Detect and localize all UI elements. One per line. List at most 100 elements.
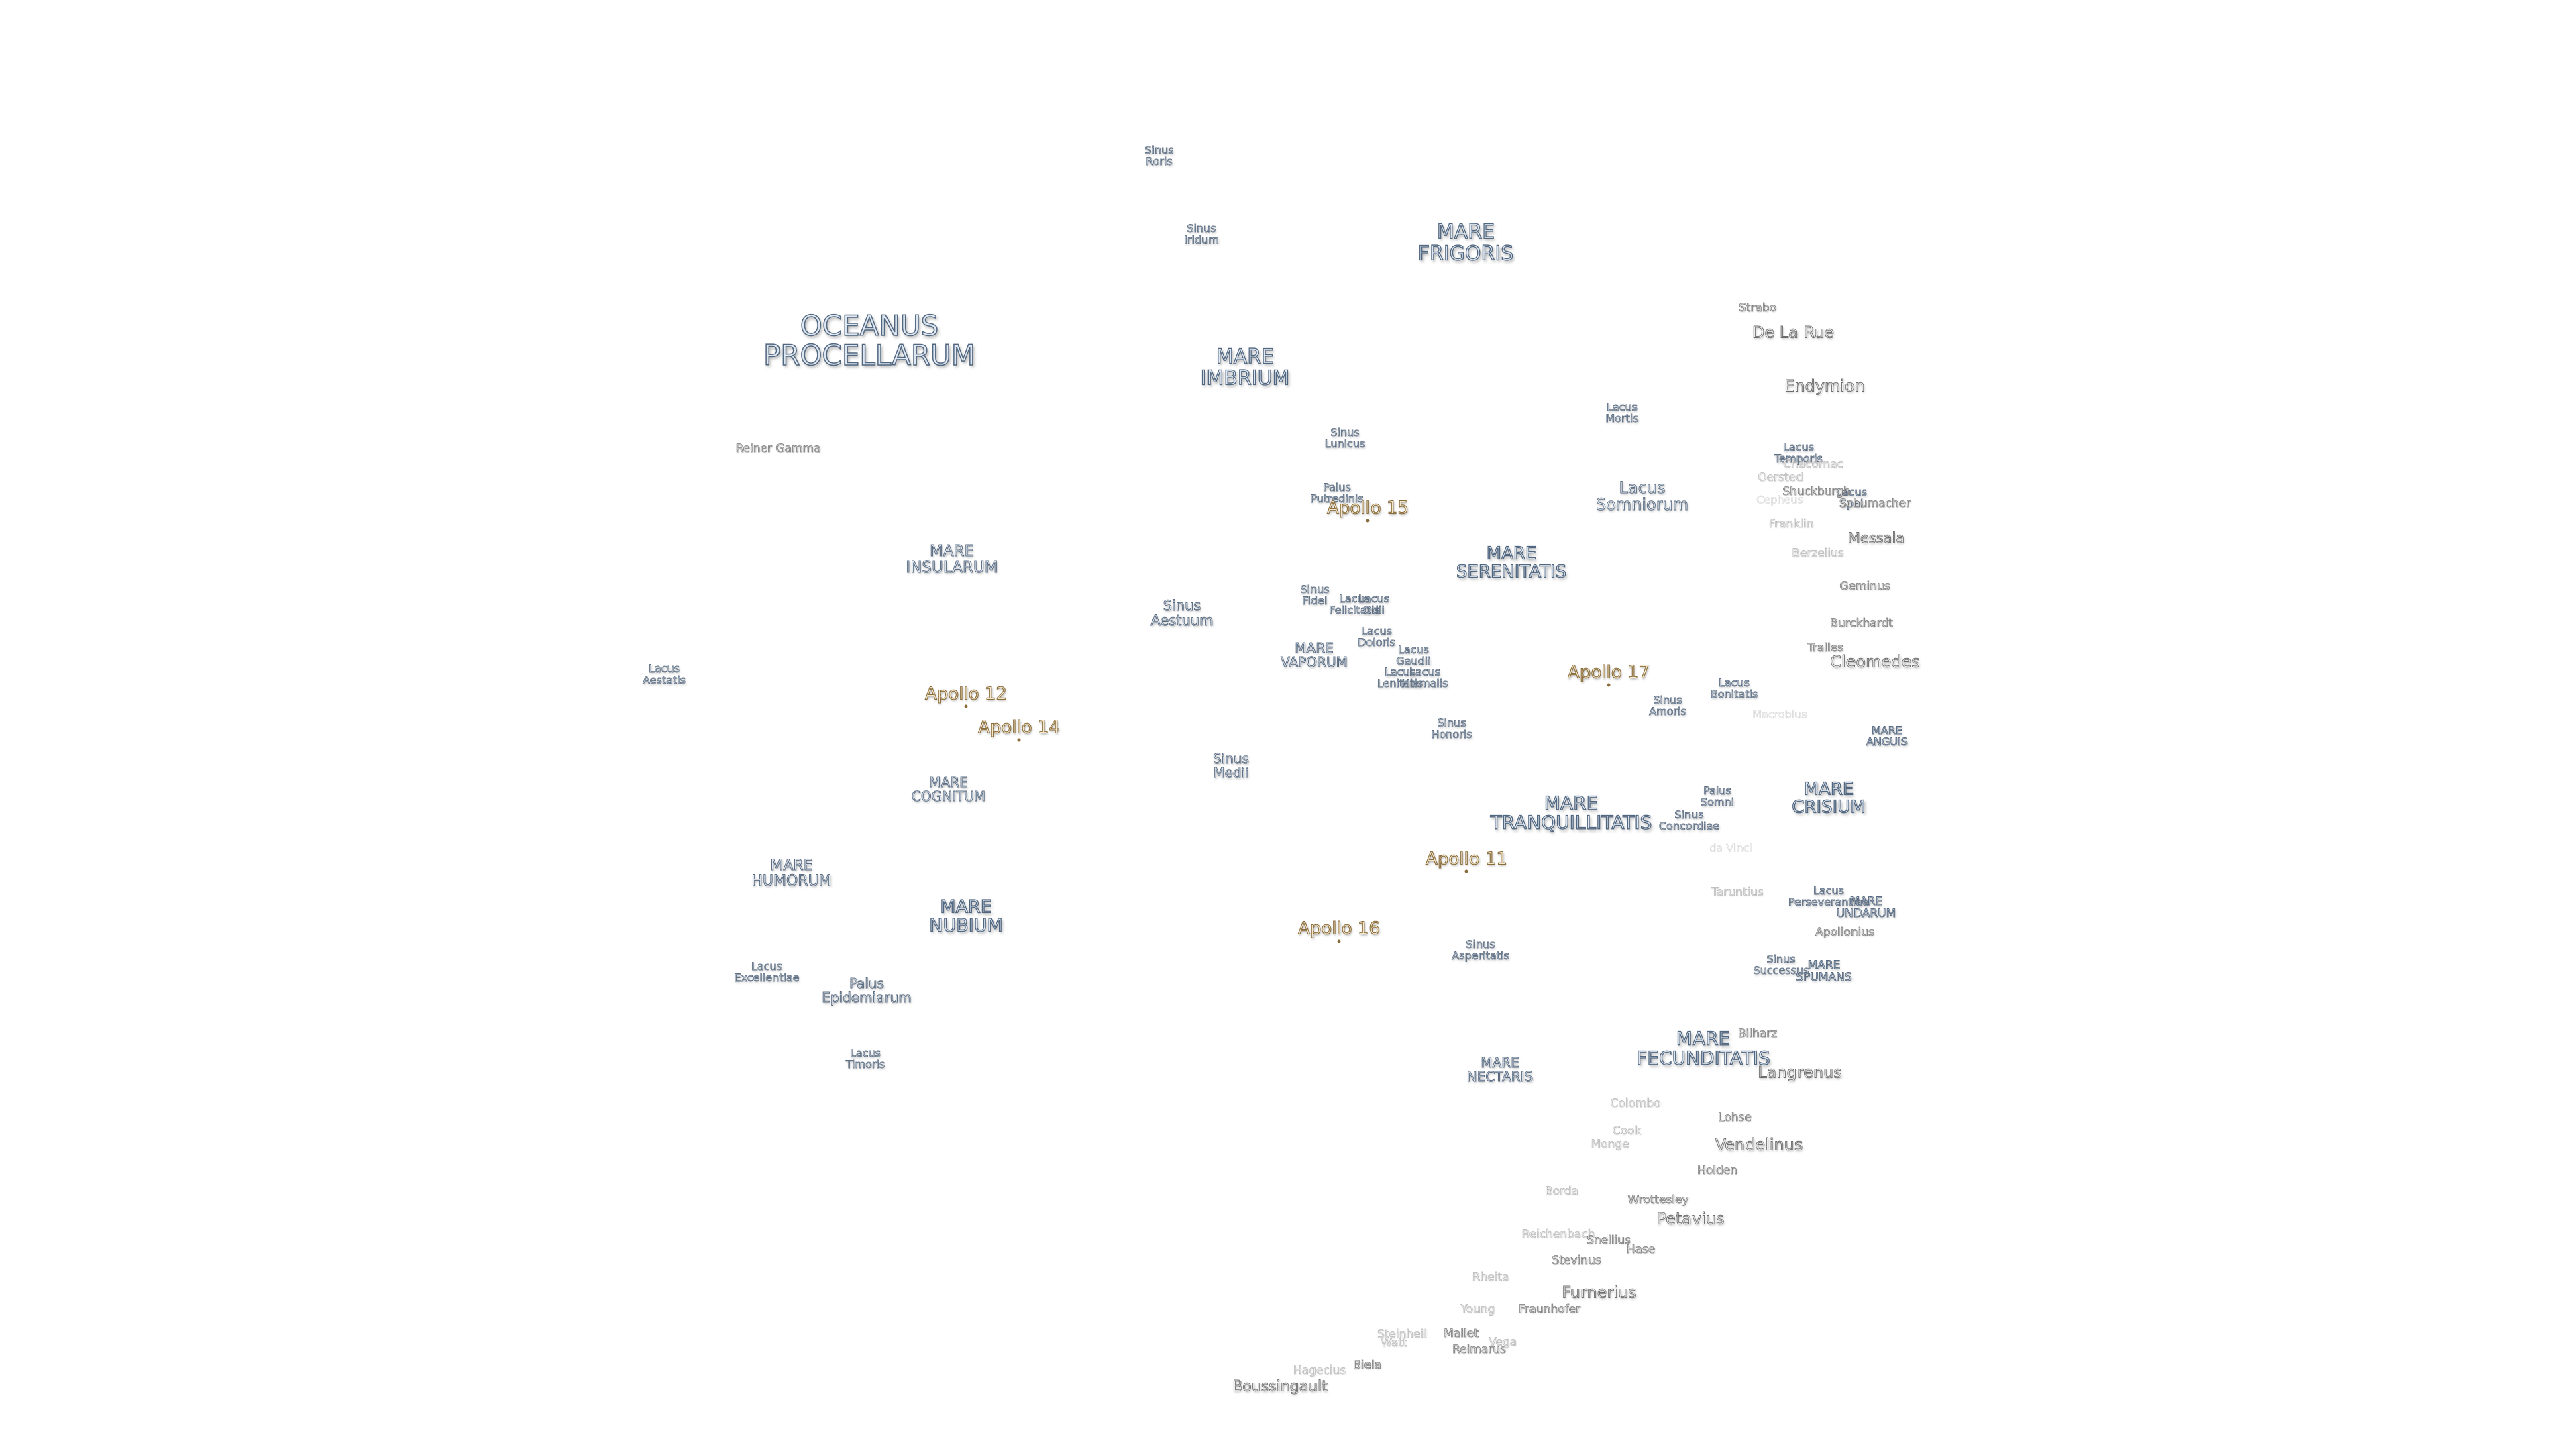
apollo-11-label: Apollo 11	[1425, 849, 1507, 869]
cleomedes-label: Cleomedes	[1830, 652, 1920, 672]
shuckburgh-label: Shuckburgh	[1782, 485, 1851, 499]
cook-label: Cook	[1612, 1124, 1642, 1138]
lacus-mortis-label: Lacus Mortis	[1605, 400, 1639, 425]
lacus-temporis-label: Lacus Temporis	[1774, 441, 1823, 465]
young-label: Young	[1460, 1303, 1495, 1317]
da-vinci-label: da Vinci	[1709, 841, 1752, 855]
lohse-label: Lohse	[1718, 1111, 1752, 1125]
apollo-14-label: Apollo 14	[977, 717, 1060, 738]
mare-imbrium-label: MARE IMBRIUM	[1200, 345, 1290, 390]
mare-tranquillitatis-label: MARE TRANQUILLITATIS	[1490, 792, 1652, 834]
de-la-rue-label: De La Rue	[1752, 323, 1835, 342]
messala-label: Messala	[1847, 529, 1905, 546]
mare-humorum-label: MARE HUMORUM	[751, 857, 832, 890]
hagecius-label: Hagecius	[1293, 1364, 1346, 1378]
mare-crisium-label: MARE CRISIUM	[1792, 779, 1866, 818]
palus-somni-label: Palus Somni	[1700, 784, 1735, 808]
colombo-label: Colombo	[1610, 1097, 1661, 1111]
chacornac-label: Chacornac	[1782, 458, 1844, 472]
reichenbach-label: Reichenbach	[1521, 1228, 1595, 1242]
apollo-12-label: Apollo 12	[924, 684, 1007, 704]
apollo-15-marker	[1366, 519, 1370, 523]
lacus-doloris-label: Lacus Doloris	[1358, 625, 1396, 649]
schumacher-label: Schumacher	[1839, 497, 1911, 511]
apollonius-label: Apollonius	[1815, 926, 1875, 940]
endymion-label: Endymion	[1784, 376, 1866, 396]
reiner-gamma-label: Reiner Gamma	[735, 442, 821, 456]
mare-vaporum-label: MARE VAPORUM	[1281, 640, 1348, 670]
mare-nectaris-label: MARE NECTARIS	[1466, 1055, 1534, 1085]
geminus-label: Geminus	[1839, 580, 1890, 594]
rheita-label: Rheita	[1472, 1271, 1509, 1285]
mare-serenitatis-label: MARE SERENITATIS	[1456, 543, 1567, 582]
palus-epidemiarum-label: Palus Epidemiarum	[822, 975, 912, 1006]
lacus-lenitatis-label: Lacus Lenitatis	[1377, 665, 1424, 690]
lacus-hiemalis-label: Lacus Hiemalis	[1401, 665, 1448, 690]
sinus-aestuum-label: Sinus Aestuum	[1150, 597, 1214, 629]
hase-label: Hase	[1626, 1243, 1656, 1257]
lacus-somniorum-label: Lacus Somniorum	[1595, 478, 1689, 514]
sinus-roris-label: Sinus Roris	[1144, 144, 1174, 168]
oersted-label: Oersted	[1758, 471, 1803, 485]
apollo-11-marker	[1464, 869, 1468, 873]
lacus-odii-label: Lacus Odii	[1358, 592, 1390, 616]
apollo-17-marker	[1607, 683, 1611, 687]
apollo-16-label: Apollo 16	[1297, 918, 1380, 939]
macrobius-label: Macrobius	[1752, 708, 1807, 721]
apollo-14-marker	[1017, 738, 1021, 742]
borda-label: Borda	[1545, 1185, 1579, 1199]
watt-label: Watt	[1381, 1336, 1407, 1350]
mallet-label: Mallet	[1444, 1327, 1479, 1341]
strabo-label: Strabo	[1738, 301, 1777, 315]
lacus-excellentiae-label: Lacus Excellentiae	[734, 960, 800, 984]
taruntius-label: Taruntius	[1711, 885, 1764, 900]
mare-nubium-label: MARE NUBIUM	[929, 896, 1004, 936]
vega-label: Vega	[1489, 1336, 1517, 1350]
lacus-gaudii-label: Lacus Gaudii	[1396, 643, 1431, 667]
lacus-perseverantiae-label: Lacus Perseverantiae	[1788, 884, 1870, 908]
mare-cognitum-label: MARE COGNITUM	[911, 774, 986, 804]
fraunhofer-label: Fraunhofer	[1518, 1303, 1581, 1317]
lacus-timoris-label: Lacus Timoris	[845, 1046, 885, 1071]
boussingault-label: Boussingault	[1232, 1378, 1328, 1395]
berzelius-label: Berzelius	[1792, 547, 1844, 561]
sinus-amoris-label: Sinus Amoris	[1649, 694, 1687, 718]
apollo-17-label: Apollo 17	[1567, 662, 1650, 683]
mare-insularum-label: MARE INSULARUM	[906, 542, 998, 576]
cepheus-label: Cepheus	[1756, 493, 1803, 506]
lacus-bonitatis-label: Lacus Bonitatis	[1710, 676, 1758, 700]
apollo-15-label: Apollo 15	[1326, 498, 1409, 519]
snellius-label: Snellius	[1587, 1234, 1631, 1248]
lacus-spei-label: Lacus Spei	[1836, 486, 1868, 510]
lacus-aestatis-label: Lacus Aestatis	[643, 662, 686, 686]
sinus-medii-label: Sinus Medii	[1212, 751, 1250, 781]
stevinus-label: Stevinus	[1552, 1254, 1601, 1268]
sinus-iridum-label: Sinus Iridum	[1184, 222, 1220, 246]
holden-label: Holden	[1697, 1164, 1738, 1178]
furnerius-label: Furnerius	[1562, 1283, 1637, 1302]
palus-putredinis-label: Palus Putredinis	[1310, 481, 1364, 505]
mare-spumans-label: MARE SPUMANS	[1796, 959, 1852, 984]
lacus-felicitatis-label: Lacus Felicitatis	[1329, 592, 1380, 616]
langrenus-label: Langrenus	[1758, 1063, 1842, 1082]
sinus-fidei-label: Sinus Fidei	[1300, 583, 1330, 607]
petavius-label: Petavius	[1656, 1209, 1725, 1228]
biela-label: Biela	[1353, 1358, 1382, 1373]
monge-label: Monge	[1591, 1138, 1629, 1152]
franklin-label: Franklin	[1768, 517, 1814, 531]
sinus-lunicus-label: Sinus Lunicus	[1324, 426, 1366, 450]
bilharz-label: Bilharz	[1737, 1027, 1778, 1041]
sinus-asperitatis-label: Sinus Asperitatis	[1452, 938, 1509, 962]
apollo-16-marker	[1337, 939, 1341, 943]
tralles-label: Tralles	[1807, 641, 1844, 655]
apollo-12-marker	[964, 704, 968, 708]
sinus-concordiae-label: Sinus Concordiae	[1658, 808, 1720, 833]
mare-anguis-label: MARE ANGUIS	[1866, 724, 1909, 748]
sinus-successus-label: Sinus Successus	[1753, 953, 1809, 977]
vendelinus-label: Vendelinus	[1715, 1135, 1803, 1155]
reimarus-label: Reimarus	[1452, 1343, 1507, 1357]
burckhardt-label: Burckhardt	[1830, 616, 1893, 631]
steinheil-label: Steinheil	[1377, 1328, 1428, 1342]
wrottesley-label: Wrottesley	[1627, 1193, 1689, 1208]
